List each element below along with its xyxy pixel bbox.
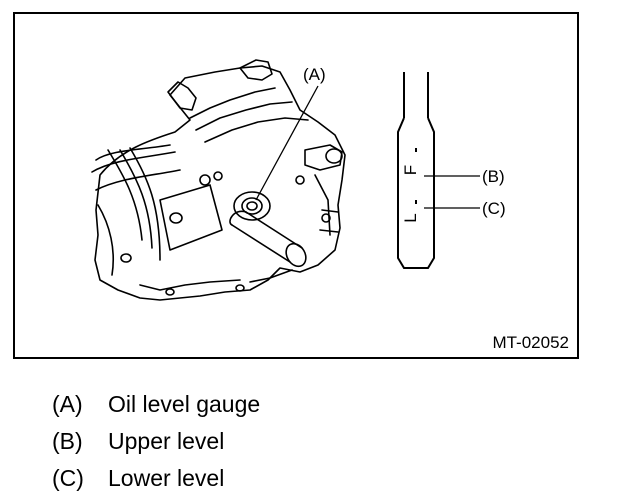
legend-item: (C) Lower level bbox=[52, 460, 260, 497]
legend: (A) Oil level gauge (B) Upper level (C) … bbox=[52, 386, 260, 497]
legend-label: Upper level bbox=[108, 428, 225, 454]
callout-a-label: (A) bbox=[303, 65, 326, 84]
callout-a-leader bbox=[255, 85, 319, 201]
legend-label: Oil level gauge bbox=[108, 391, 261, 417]
legend-key: (A) bbox=[52, 391, 83, 417]
legend-label: Lower level bbox=[108, 465, 225, 491]
gauge-mark-upper: F bbox=[401, 165, 420, 175]
legend-key: (C) bbox=[52, 465, 84, 491]
legend-key: (B) bbox=[52, 428, 83, 454]
legend-item: (A) Oil level gauge bbox=[52, 386, 260, 423]
oil-level-gauge-drawing bbox=[397, 72, 435, 269]
legend-item: (B) Upper level bbox=[52, 423, 260, 460]
callout-c-label: (C) bbox=[482, 199, 506, 218]
figure-id: MT-02052 bbox=[492, 333, 569, 352]
callout-b-label: (B) bbox=[482, 167, 505, 186]
transmission-drawing bbox=[91, 59, 346, 301]
gauge-mark-lower: L bbox=[401, 213, 420, 222]
figure-illustration: (A) F L (B) (C) bbox=[91, 59, 506, 301]
